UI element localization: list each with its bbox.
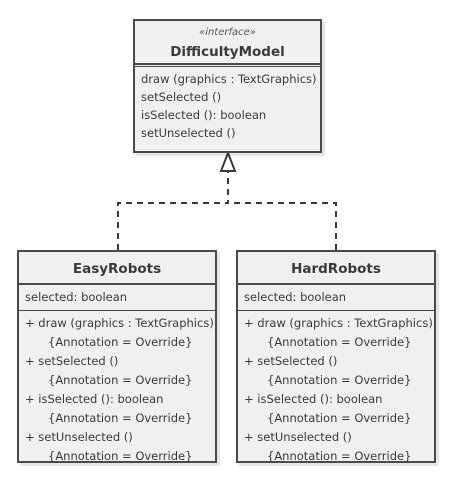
class-header: EasyRobots bbox=[19, 252, 215, 285]
interface-operations: draw (graphics : TextGraphics) setSelect… bbox=[135, 63, 320, 145]
annotation: {Annotation = Override} bbox=[267, 335, 412, 349]
operation: + setSelected () bbox=[244, 354, 338, 368]
annotation: {Annotation = Override} bbox=[267, 373, 412, 387]
operation: + draw (graphics : TextGraphics) bbox=[244, 316, 433, 330]
attribute: selected: boolean bbox=[244, 290, 347, 304]
operation: + setUnselected () bbox=[25, 430, 133, 444]
class-hardrobots[interactable]: HardRobots selected: boolean + draw (gra… bbox=[236, 250, 436, 463]
easyrobots-realization-line bbox=[117, 172, 229, 250]
realization-arrowhead bbox=[219, 150, 237, 172]
operation: + isSelected (): boolean bbox=[25, 392, 164, 406]
annotation: {Annotation = Override} bbox=[48, 373, 193, 387]
interface-difficultymodel[interactable]: «interface» DifficultyModel draw (graphi… bbox=[133, 19, 322, 153]
annotation: {Annotation = Override} bbox=[48, 449, 193, 463]
operation: + setUnselected () bbox=[244, 430, 352, 444]
class-attributes: selected: boolean bbox=[238, 283, 434, 310]
interface-header: «interface» DifficultyModel bbox=[135, 21, 320, 65]
class-header: HardRobots bbox=[238, 252, 434, 285]
annotation: {Annotation = Override} bbox=[48, 411, 193, 425]
operation: + isSelected (): boolean bbox=[244, 392, 383, 406]
class-easyrobots[interactable]: EasyRobots selected: boolean + draw (gra… bbox=[17, 250, 217, 463]
attribute: selected: boolean bbox=[25, 290, 128, 304]
operation: setSelected () bbox=[141, 90, 222, 104]
class-name: EasyRobots bbox=[72, 261, 162, 277]
interface-name: DifficultyModel bbox=[170, 44, 285, 60]
interface-stereotype: «interface» bbox=[199, 27, 256, 38]
operation: draw (graphics : TextGraphics) bbox=[141, 72, 317, 86]
class-name: HardRobots bbox=[291, 261, 381, 277]
annotation: {Annotation = Override} bbox=[267, 411, 412, 425]
operation: isSelected (): boolean bbox=[141, 108, 267, 122]
operation: setUnselected () bbox=[141, 126, 236, 140]
class-operations: + draw (graphics : TextGraphics) {Annota… bbox=[19, 310, 215, 469]
hardrobots-realization-line bbox=[228, 202, 337, 250]
annotation: {Annotation = Override} bbox=[267, 449, 412, 463]
operation: + setSelected () bbox=[25, 354, 119, 368]
class-attributes: selected: boolean bbox=[19, 283, 215, 310]
operation: + draw (graphics : TextGraphics) bbox=[25, 316, 214, 330]
class-operations: + draw (graphics : TextGraphics) {Annota… bbox=[238, 310, 434, 469]
annotation: {Annotation = Override} bbox=[48, 335, 193, 349]
